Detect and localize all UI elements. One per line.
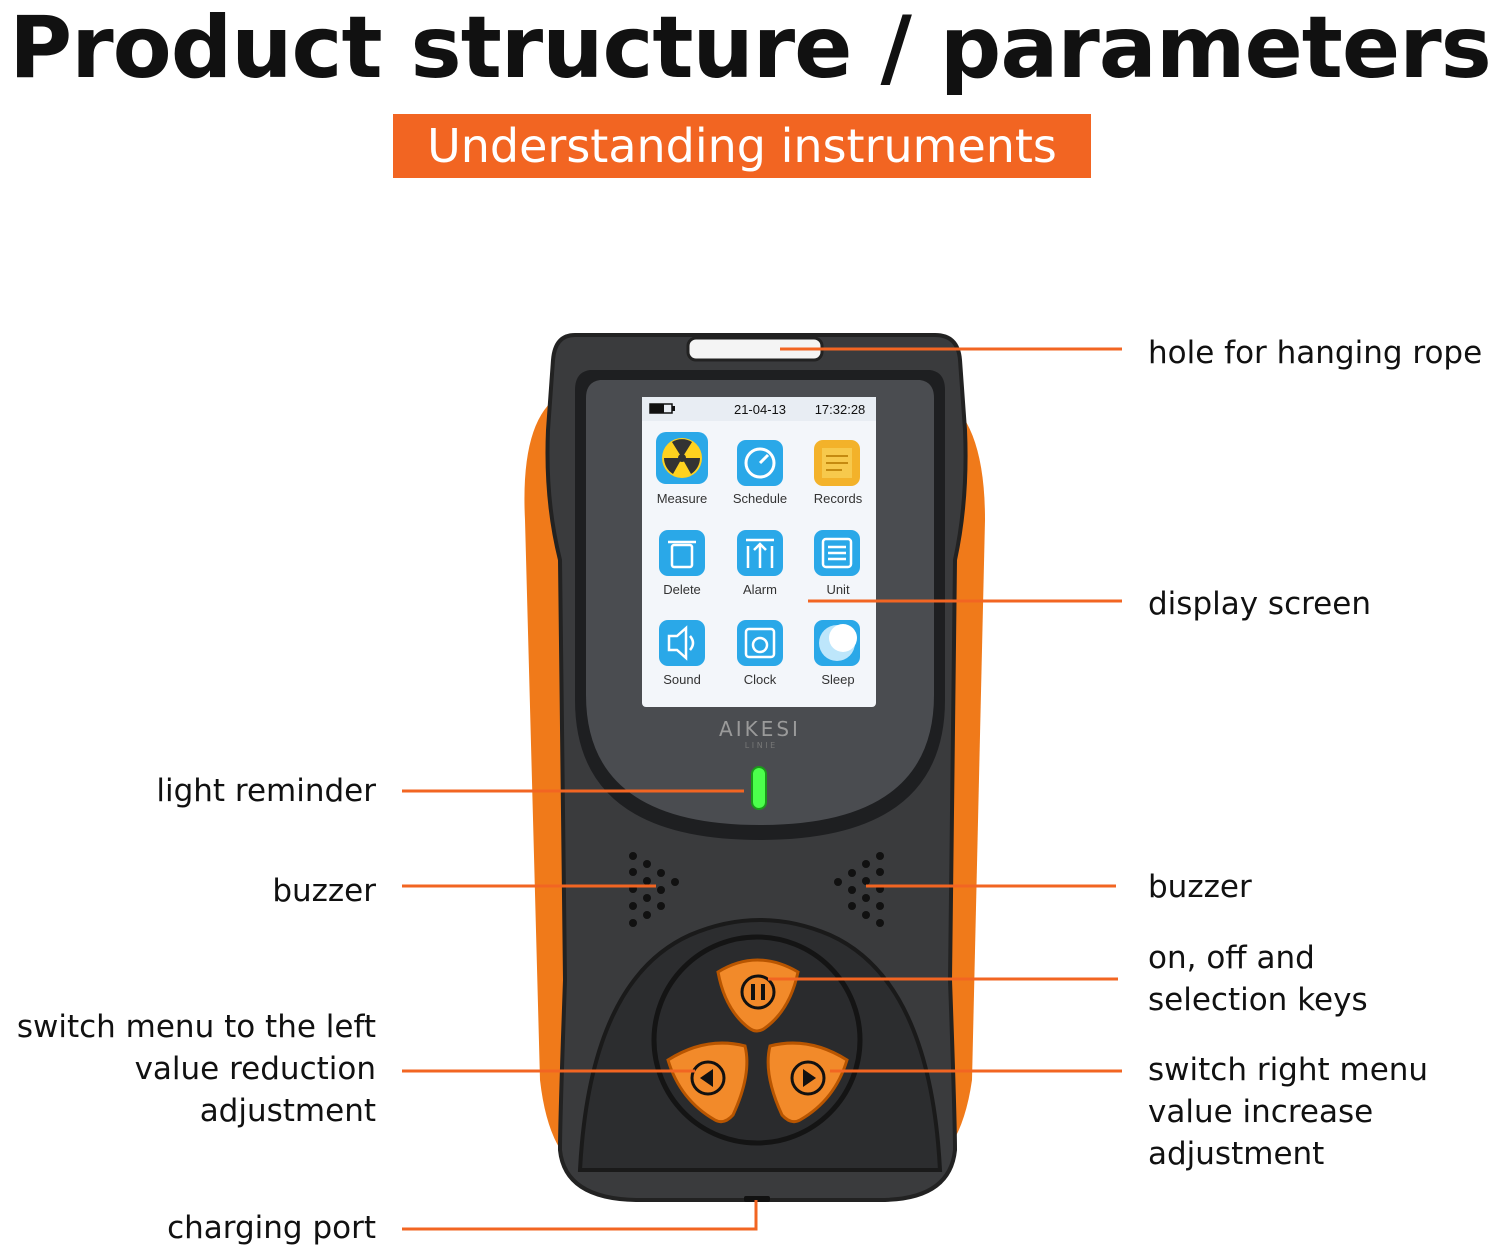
left-key-button[interactable] [666, 1041, 749, 1124]
leader-charging [402, 1200, 758, 1231]
buzzer-right-holes [834, 852, 884, 927]
label-light: light reminder [156, 773, 376, 809]
screen-time: 17:32:28 [815, 402, 866, 417]
label-left-key: switch menu to the left value reduction … [16, 1009, 376, 1129]
app-label-delete: Delete [663, 582, 701, 597]
status-bar [642, 397, 876, 421]
app-label-measure: Measure [657, 491, 708, 506]
app-label-alarm: Alarm [743, 582, 777, 597]
label-display: display screen [1148, 586, 1371, 622]
right-key-button[interactable] [766, 1041, 849, 1124]
app-label-unit: Unit [826, 582, 850, 597]
app-label-records: Records [814, 491, 863, 506]
leader-lines [402, 347, 1122, 1231]
app-sleep[interactable]: Sleep [814, 620, 860, 687]
app-sound[interactable]: Sound [659, 620, 705, 687]
page-title: Product structure / parameters [9, 0, 1492, 98]
right-arrow-icon [790, 1060, 826, 1096]
speaker-icon [659, 620, 705, 666]
charging-port [744, 1196, 770, 1202]
pause-icon [740, 974, 776, 1010]
label-hole: hole for hanging rope [1148, 335, 1483, 371]
screen-date: 21-04-13 [734, 402, 786, 417]
clock-icon [737, 620, 783, 666]
light-reminder-led [751, 766, 767, 810]
app-schedule[interactable]: Schedule [733, 440, 787, 506]
app-label-sleep: Sleep [821, 672, 854, 687]
app-label-sound: Sound [663, 672, 701, 687]
label-charging: charging port [167, 1210, 376, 1246]
app-label-clock: Clock [744, 672, 777, 687]
label-buzzer-left: buzzer [272, 873, 376, 909]
app-label-schedule: Schedule [733, 491, 787, 506]
app-alarm[interactable]: Alarm [737, 530, 783, 597]
app-records[interactable]: Records [814, 440, 863, 506]
brand-tagline: L I N I E [745, 741, 775, 750]
app-unit[interactable]: Unit [814, 530, 860, 597]
left-arrow-icon [690, 1060, 726, 1096]
subtitle-banner: Understanding instruments [393, 114, 1091, 178]
label-right-key: switch right menu value increase adjustm… [1148, 1052, 1429, 1172]
label-onoff: on, off and selection keys [1148, 940, 1368, 1018]
battery-icon [649, 403, 675, 414]
trash-icon [659, 530, 705, 576]
label-buzzer-right: buzzer [1148, 869, 1252, 905]
app-delete[interactable]: Delete [659, 530, 705, 597]
app-clock[interactable]: Clock [737, 620, 783, 687]
app-measure[interactable]: Measure [656, 432, 708, 506]
brand-logo: AIKESI [719, 717, 801, 741]
